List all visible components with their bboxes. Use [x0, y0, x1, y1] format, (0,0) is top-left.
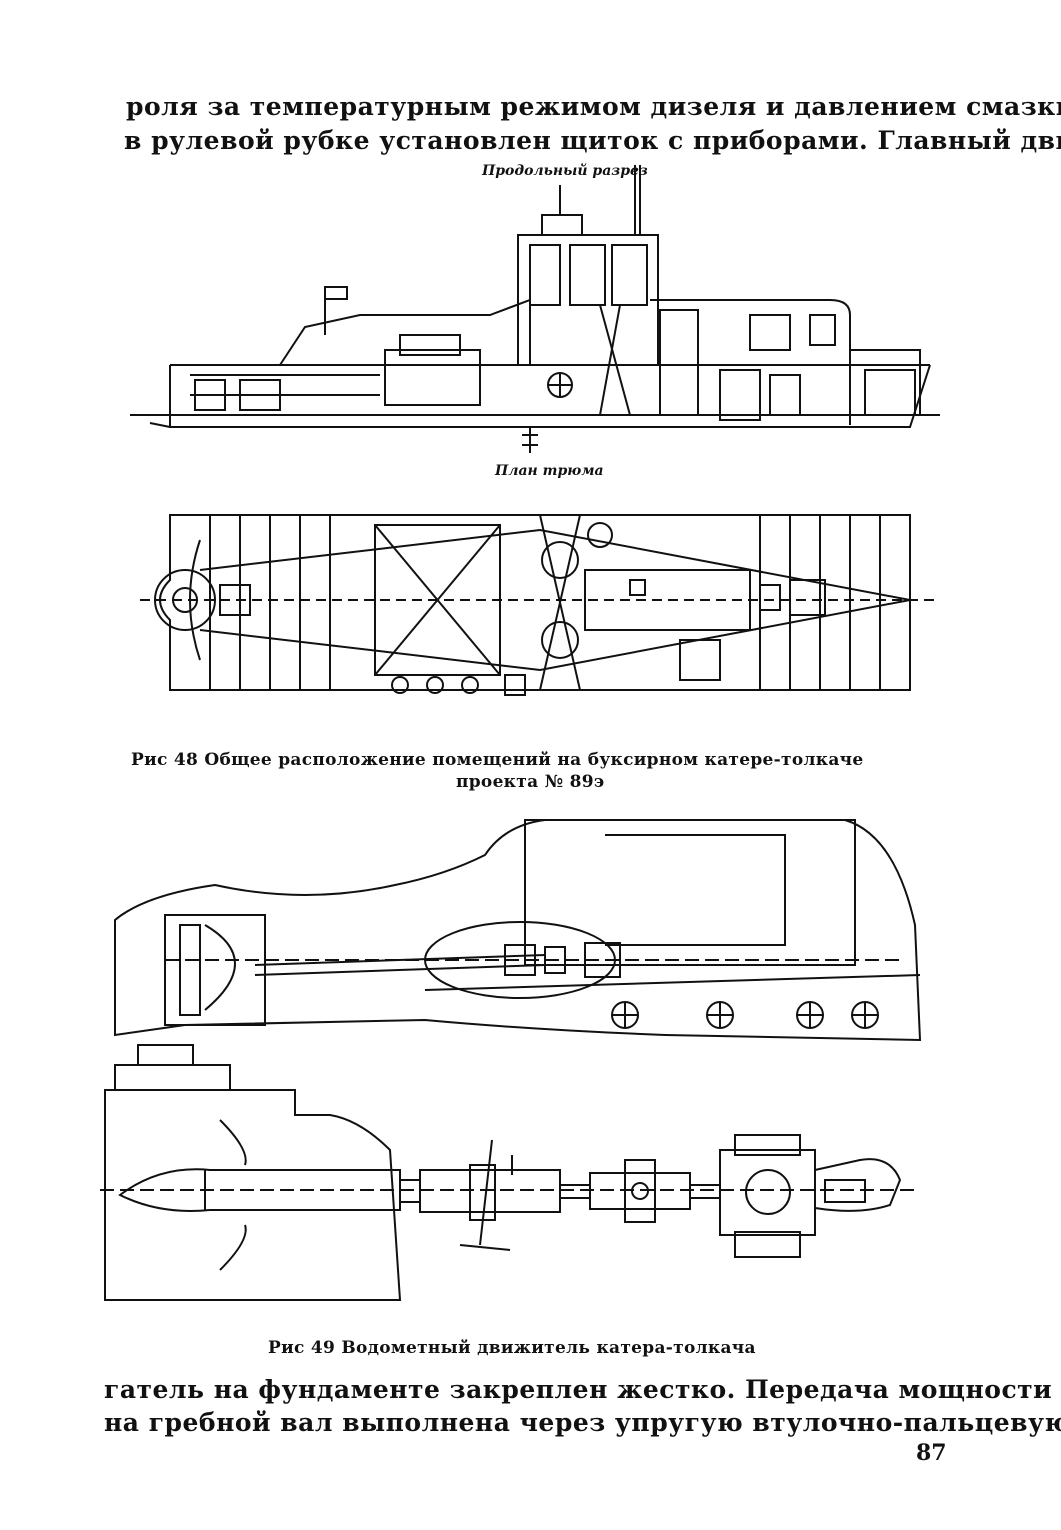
body-text-line-2: в рулевой рубке установлен щиток с прибо…: [124, 126, 1061, 155]
section-label: Продольный разрез: [482, 163, 648, 179]
page-number: 87: [916, 1440, 947, 1466]
figure-48-caption: Рис 48 Общее расположение помещений на б…: [131, 750, 864, 770]
figure-48-caption-line-2: проекта № 89э: [456, 772, 605, 792]
body-text-line-3: гатель на фундаменте закреплен жестко. П…: [104, 1375, 1053, 1404]
hold-plan-drawing: [140, 490, 940, 715]
body-text-line-1: роля за температурным режимом дизеля и д…: [126, 92, 1061, 121]
figure-49-caption: Рис 49 Водометный движитель катера-толка…: [268, 1338, 756, 1358]
longitudinal-section-drawing: [130, 165, 940, 455]
waterjet-plan-view-drawing: [100, 1040, 920, 1310]
plan-label: План трюма: [495, 463, 604, 479]
body-text-line-4: на гребной вал выполнена через упругую в…: [104, 1408, 1061, 1437]
waterjet-side-view-drawing: [105, 815, 925, 1045]
